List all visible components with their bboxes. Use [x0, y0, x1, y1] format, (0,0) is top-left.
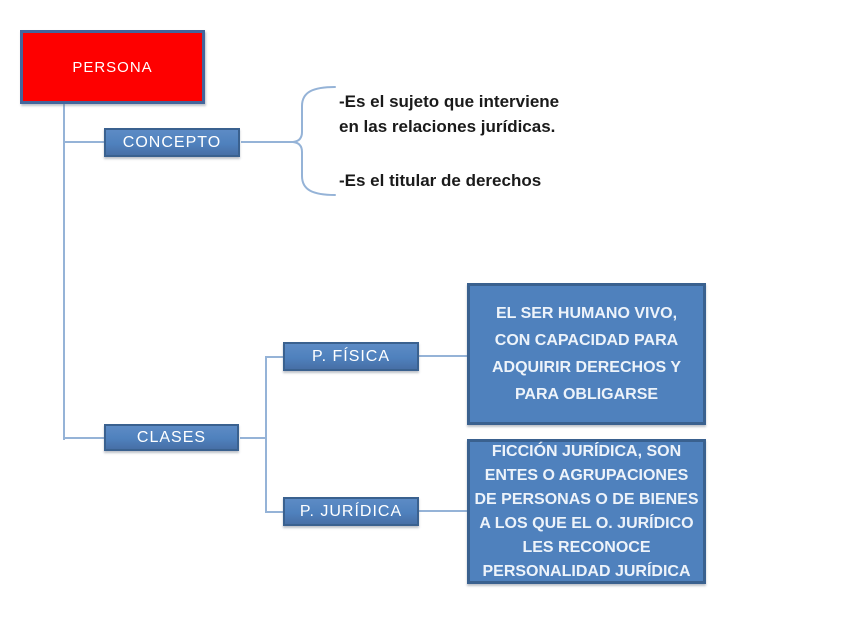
bracket-vertical: [265, 356, 267, 513]
node-definition-juridica: FICCIÓN JURÍDICA, SON ENTES O AGRUPACION…: [467, 439, 706, 584]
connector-to-clases: [64, 437, 105, 439]
connector-clases-bracket: [240, 437, 267, 439]
node-definition-fisica: EL SER HUMANO VIVO, CON CAPACIDAD PARA A…: [467, 283, 706, 425]
node-label: P. FÍSICA: [311, 347, 391, 365]
definition-line: A LOS QUE EL O. JURÍDICO: [479, 514, 694, 532]
note-line: en las relaciones jurídicas.: [339, 117, 556, 136]
note-line: -Es el titular de derechos: [339, 171, 542, 190]
connector-fisica-definition: [419, 355, 468, 357]
node-label: PERSONA: [72, 58, 153, 76]
definition-line: FICCIÓN JURÍDICA, SON: [491, 442, 682, 460]
connector-concepto-brace: [241, 141, 293, 143]
bracket-top-stub: [265, 356, 284, 358]
node-persona: PERSONA: [20, 30, 205, 104]
node-label: CLASES: [136, 428, 207, 446]
definition-line: PARA OBLIGARSE: [514, 386, 659, 403]
node-concepto: CONCEPTO: [104, 128, 240, 157]
definition-line: LES RECONOCE: [522, 538, 651, 556]
node-label: CONCEPTO: [122, 133, 222, 151]
definition-line: ADQUIRIR DERECHOS Y: [491, 359, 682, 376]
concept-notes: -Es el sujeto que interviene en las rela…: [339, 89, 559, 193]
definition-line: EL SER HUMANO VIVO,: [495, 305, 678, 322]
node-p-fisica: P. FÍSICA: [283, 342, 419, 371]
definition-line: DE PERSONAS O DE BIENES: [474, 490, 699, 508]
node-clases: CLASES: [104, 424, 239, 451]
brace-icon: [292, 86, 336, 196]
definition-line: ENTES O AGRUPACIONES: [484, 466, 689, 484]
note-line: -Es el sujeto que interviene: [339, 92, 560, 111]
connector-trunk: [63, 104, 65, 440]
bracket-bottom-stub: [265, 511, 284, 513]
connector-to-concepto: [64, 141, 105, 143]
definition-line: CON CAPACIDAD PARA: [494, 332, 679, 349]
node-label: P. JURÍDICA: [299, 502, 403, 520]
node-p-juridica: P. JURÍDICA: [283, 497, 419, 526]
definition-line: PERSONALIDAD JURÍDICA: [482, 562, 691, 580]
connector-juridica-definition: [419, 510, 468, 512]
